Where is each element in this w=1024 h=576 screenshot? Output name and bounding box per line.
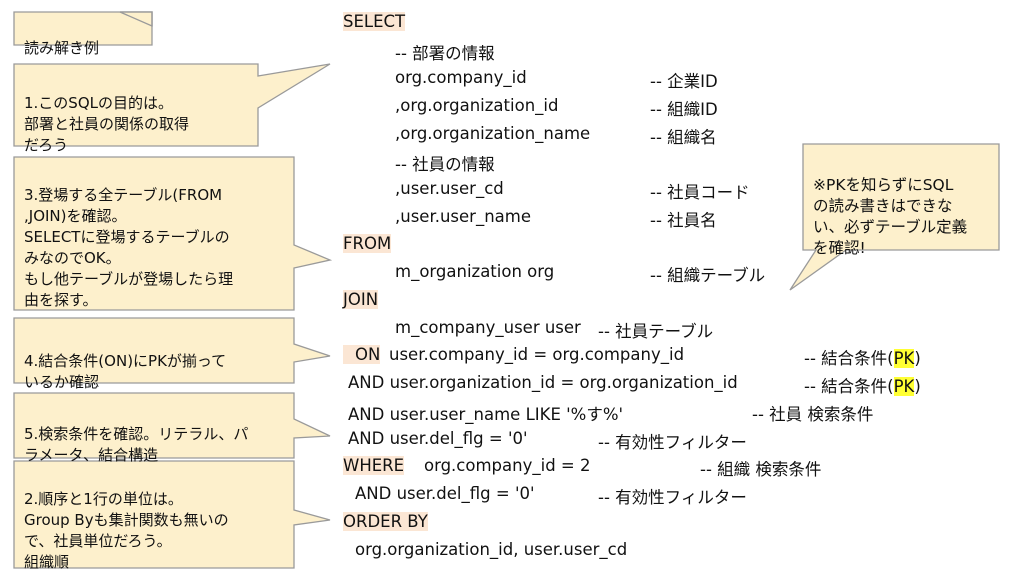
- sql-where-keyword: WHERE: [343, 456, 405, 475]
- sql-and-del-flg-1-comment: -- 有効性フィルター: [598, 433, 747, 452]
- sql-and-del-flg-2-comment: -- 有効性フィルター: [598, 488, 747, 507]
- sql-where-comment: -- 組織 検索条件: [700, 460, 822, 479]
- callout-4-text: 4.結合条件(ON)にPKが揃って いるか確認: [24, 352, 227, 391]
- sql-order-by-columns: org.organization_id, user.user_cd: [355, 540, 628, 559]
- sql-join-keyword: JOIN: [343, 290, 379, 309]
- callout-2-shape: [13, 460, 331, 569]
- sql-on-keyword: ON: [343, 345, 381, 364]
- sql-and-user-name: AND user.user_name LIKE '%す%': [348, 405, 624, 424]
- callout-3: 3.登場する全テーブル(FROM ,JOIN)を確認。 SELECTに登場するテ…: [14, 164, 304, 311]
- sql-comment-organization-name: -- 組織名: [650, 128, 717, 147]
- sql-line-organization-name: ,org.organization_name: [395, 124, 591, 143]
- callout-4: 4.結合条件(ON)にPKが揃って いるか確認: [14, 330, 304, 393]
- callout-3-text: 3.登場する全テーブル(FROM ,JOIN)を確認。 SELECTに登場するテ…: [24, 186, 234, 309]
- sql-and-del-flg-2: AND user.del_flg = '0': [355, 484, 535, 503]
- sql-from-keyword: FROM: [343, 234, 392, 253]
- sql-join-table: m_company_user user: [395, 318, 581, 337]
- callout-1: 1.このSQLの目的は。 部署と社員の関係の取得 だろう: [14, 72, 258, 156]
- callout-2-text: 2.順序と1行の単位は。 Group Byも集計関数も無いの で、社員単位だろう…: [24, 490, 229, 571]
- sql-on-comment-2-post: ): [914, 377, 921, 396]
- sql-comment-user-name: -- 社員名: [650, 211, 717, 230]
- callout-2: 2.順序と1行の単位は。 Group Byも集計関数も無いの で、社員単位だろう…: [14, 468, 304, 573]
- callout-3-shape: [13, 156, 333, 311]
- sql-line-company-id: org.company_id: [395, 68, 527, 87]
- pk-highlight-2: PK: [893, 377, 915, 396]
- sql-select-keyword: SELECT: [343, 12, 406, 31]
- sql-line-user-name: ,user.user_name: [395, 207, 531, 226]
- title-callout: 読み解き例: [14, 17, 152, 59]
- sql-comment-dept: -- 部署の情報: [395, 44, 495, 63]
- sql-join-comment: -- 社員テーブル: [598, 322, 714, 341]
- sql-on-condition-2: AND user.organization_id = org.organizat…: [348, 373, 738, 392]
- pk-highlight-1: PK: [893, 349, 915, 368]
- pk-callout: ※PKを知らずにSQL の読み書きはできな い、必ずテーブル定義 を確認!: [803, 154, 999, 259]
- sql-on-comment-1: -- 結合条件(PK): [804, 345, 921, 369]
- sql-where-condition: org.company_id = 2: [424, 456, 591, 475]
- sql-comment-company-id: -- 企業ID: [650, 72, 718, 91]
- sql-order-by-keyword: ORDER BY: [343, 512, 428, 531]
- sql-on-comment-2-pre: -- 結合条件(: [804, 377, 894, 396]
- sql-on-comment-1-pre: -- 結合条件(: [804, 349, 894, 368]
- callout-5-text: 5.検索条件を確認。リテラル、パ ラメータ、結合構造: [24, 425, 249, 464]
- sql-line-organization-id: ,org.organization_id: [395, 96, 559, 115]
- sql-on-condition-1: user.company_id = org.company_id: [389, 345, 685, 364]
- sql-and-user-name-comment: -- 社員 検索条件: [752, 405, 874, 424]
- sql-from-comment: -- 組織テーブル: [650, 266, 766, 285]
- sql-line-user-cd: ,user.user_cd: [395, 179, 504, 198]
- sql-and-del-flg-1: AND user.del_flg = '0': [348, 429, 528, 448]
- callout-1-shape: [13, 63, 331, 147]
- sql-on-comment-2: -- 結合条件(PK): [804, 373, 921, 397]
- sql-comment-organization-id: -- 組織ID: [650, 100, 718, 119]
- callout-1-text: 1.このSQLの目的は。 部署と社員の関係の取得 だろう: [24, 94, 190, 154]
- sql-on-comment-1-post: ): [914, 349, 921, 368]
- pk-callout-text: ※PKを知らずにSQL の読み書きはできな い、必ずテーブル定義 を確認!: [813, 176, 968, 257]
- sql-comment-user-cd: -- 社員コード: [650, 183, 750, 202]
- callout-5: 5.検索条件を確認。リテラル、パ ラメータ、結合構造: [14, 403, 304, 466]
- title-callout-shape: [13, 11, 153, 46]
- sql-comment-emp: -- 社員の情報: [395, 155, 495, 174]
- callout-5-shape: [13, 392, 331, 459]
- callout-4-shape: [13, 317, 331, 384]
- pk-callout-shape: [789, 143, 1000, 291]
- title-callout-text: 読み解き例: [24, 39, 100, 57]
- sql-from-table: m_organization org: [395, 262, 555, 281]
